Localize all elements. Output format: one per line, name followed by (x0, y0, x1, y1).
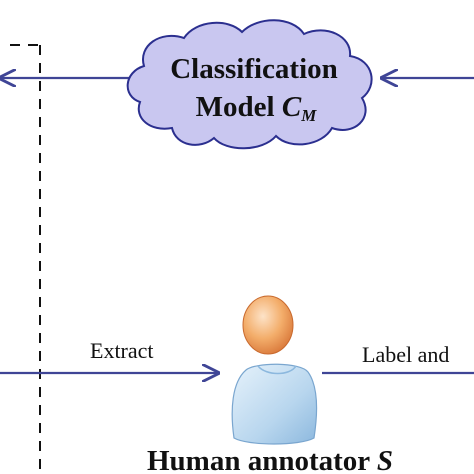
cloud-title-line2: Model CM (196, 91, 318, 125)
cloud-title-line1: Classification (170, 53, 338, 85)
annotator-symbol-s: S (377, 445, 393, 474)
label-and-text: Label and (362, 342, 449, 367)
annotator-head (242, 295, 294, 355)
cloud-symbol-c: C (282, 91, 302, 123)
annotator-caption-text: Human annotator (147, 445, 377, 474)
dashed-boundary (10, 44, 41, 474)
cloud-line2-text: Model (196, 91, 282, 123)
human-annotator-icon (231, 295, 318, 445)
cloud-symbol-subscript: M (300, 106, 317, 125)
annotator-caption: Human annotator S (147, 445, 393, 474)
extract-label: Extract (90, 338, 154, 363)
classification-model-cloud (126, 19, 373, 150)
